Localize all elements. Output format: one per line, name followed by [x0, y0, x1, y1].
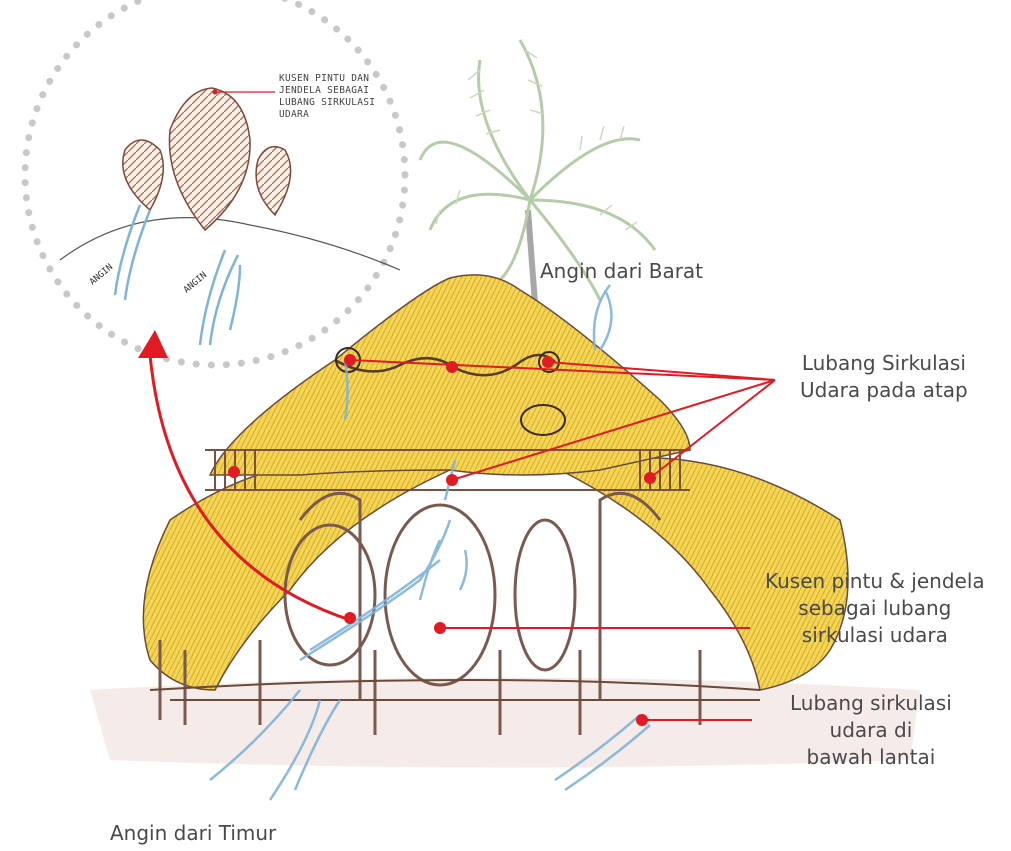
inset-detail	[25, 0, 405, 365]
wind-east-label: Angin dari Timur	[110, 820, 276, 847]
label-line: Kusen pintu & jendela	[765, 568, 985, 595]
inset-leaf-left	[123, 140, 164, 210]
inset-note-line: JENDELA SEBAGAI	[279, 85, 375, 97]
label-line: bawah lantai	[790, 744, 952, 771]
floor-vents-label: Lubang sirkulasi udara di bawah lantai	[790, 690, 952, 771]
inset-leaf-center	[169, 88, 250, 230]
label-line: Lubang Sirkulasi	[800, 350, 968, 377]
inset-note-line: KUSEN PINTU DAN	[279, 73, 375, 85]
label-line: Udara pada atap	[800, 377, 968, 404]
inset-note-line: UDARA	[279, 109, 375, 121]
label-line: Lubang sirkulasi	[790, 690, 952, 717]
label-line: udara di	[790, 717, 952, 744]
inset-leaf-right	[256, 147, 291, 215]
label-line: sirkulasi udara	[765, 622, 985, 649]
roof-main	[210, 275, 690, 475]
wind-west-label: Angin dari Barat	[540, 258, 703, 285]
roof-vents-label: Lubang Sirkulasi Udara pada atap	[800, 350, 968, 404]
label-line: sebagai lubang	[765, 595, 985, 622]
frames-label: Kusen pintu & jendela sebagai lubang sir…	[765, 568, 985, 649]
inset-note-line: LUBANG SIRKULASI	[279, 97, 375, 109]
inset-note: KUSEN PINTU DAN JENDELA SEBAGAI LUBANG S…	[279, 73, 375, 121]
